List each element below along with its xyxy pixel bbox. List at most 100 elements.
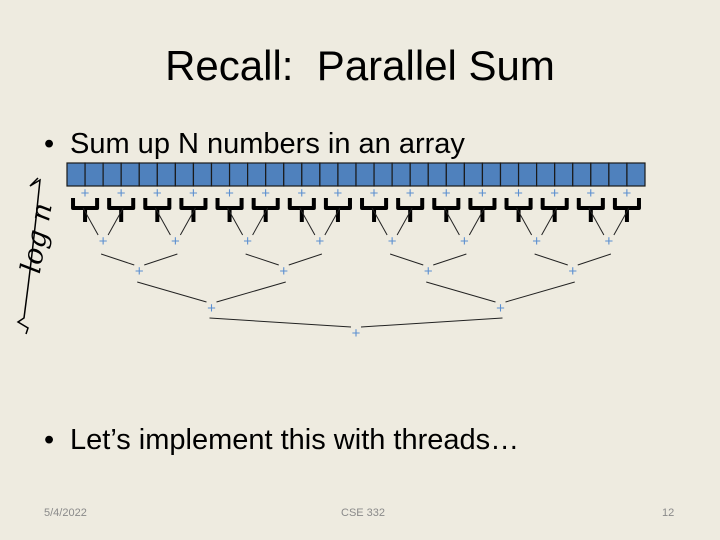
tree-edge bbox=[154, 207, 171, 236]
pair-bracket bbox=[360, 198, 389, 222]
plus-operator: + bbox=[81, 185, 90, 202]
plus-operator: + bbox=[550, 185, 559, 202]
array-cell bbox=[427, 162, 447, 187]
tree-edge bbox=[179, 207, 196, 236]
tree-edge bbox=[324, 207, 341, 236]
array-cell bbox=[608, 162, 628, 187]
plus-operator: + bbox=[460, 233, 469, 250]
array-cell bbox=[228, 162, 249, 187]
array-cell bbox=[174, 162, 195, 187]
array-cell bbox=[536, 162, 556, 187]
array-cell bbox=[283, 162, 303, 187]
plus-operator: + bbox=[424, 263, 433, 280]
plus-operator: + bbox=[388, 233, 397, 250]
array-cell bbox=[517, 162, 538, 187]
pair-bracket bbox=[179, 198, 208, 222]
footer-page-number: 12 bbox=[662, 507, 675, 519]
tree-edge bbox=[433, 253, 467, 266]
tree-edge bbox=[216, 281, 286, 303]
bullet-1: • Sum up N numbers in an array bbox=[44, 128, 465, 161]
plus-operator: + bbox=[406, 185, 415, 202]
tree-edge bbox=[82, 207, 99, 236]
bullet-dot-icon: • bbox=[44, 128, 55, 160]
footer-date: 5/4/2022 bbox=[44, 507, 87, 519]
pair-bracket bbox=[612, 198, 641, 222]
plus-operator: + bbox=[243, 233, 252, 250]
plus-operator: + bbox=[532, 233, 541, 250]
plus-operator: + bbox=[99, 233, 108, 250]
plus-operator: + bbox=[496, 300, 505, 317]
plus-operator: + bbox=[207, 300, 216, 317]
pair-bracket bbox=[143, 198, 172, 222]
array-cell bbox=[265, 162, 285, 187]
array-cell bbox=[355, 162, 375, 187]
array-cell bbox=[373, 162, 393, 187]
bullet-2: • Let’s implement this with threads… bbox=[44, 424, 519, 457]
tree-edge bbox=[360, 317, 503, 328]
array-cell bbox=[84, 162, 104, 187]
pair-bracket bbox=[287, 198, 316, 222]
plus-operator: + bbox=[568, 263, 577, 280]
pair-bracket bbox=[215, 198, 244, 222]
pair-bracket bbox=[504, 198, 533, 222]
plus-operator: + bbox=[370, 185, 379, 202]
tree-edge bbox=[299, 207, 316, 236]
tree-edge bbox=[577, 253, 612, 266]
tree-edge bbox=[426, 281, 496, 303]
bullet-dot-icon: • bbox=[44, 424, 55, 456]
array-cell bbox=[499, 162, 520, 187]
pair-bracket bbox=[540, 198, 569, 222]
plus-operator: + bbox=[315, 233, 324, 250]
tree-edge bbox=[137, 281, 207, 303]
tree-edge bbox=[288, 253, 323, 266]
tree-edge bbox=[209, 317, 352, 328]
array-cell bbox=[319, 162, 339, 187]
bullet-text: Let’s implement this with threads… bbox=[70, 424, 520, 456]
plus-operator: + bbox=[117, 185, 126, 202]
plus-operator: + bbox=[352, 325, 361, 342]
tree-edge bbox=[396, 207, 413, 236]
tree-edge bbox=[516, 207, 533, 236]
tree-edge bbox=[252, 207, 269, 236]
array-cell bbox=[66, 162, 86, 187]
plus-operator: + bbox=[225, 185, 234, 202]
array-cell bbox=[192, 162, 213, 187]
pair-bracket bbox=[432, 198, 461, 222]
bullet-text: Sum up N numbers in an array bbox=[70, 128, 465, 160]
slide-title: Recall: Parallel Sum bbox=[165, 42, 555, 89]
plus-operator: + bbox=[261, 185, 270, 202]
tree-edge bbox=[107, 207, 124, 236]
pair-bracket bbox=[396, 198, 425, 222]
array-cell bbox=[626, 162, 646, 187]
array-cell bbox=[590, 162, 610, 187]
pair-bracket bbox=[468, 198, 497, 222]
array-cell bbox=[391, 162, 411, 187]
array-cell bbox=[247, 162, 267, 187]
pair-bracket bbox=[576, 198, 605, 222]
pair-bracket bbox=[323, 198, 352, 222]
plus-operator: + bbox=[135, 263, 144, 280]
array-cell bbox=[102, 162, 122, 187]
plus-operator: + bbox=[189, 185, 198, 202]
plus-operator: + bbox=[478, 185, 487, 202]
plus-operator: + bbox=[171, 233, 180, 250]
plus-operator: + bbox=[586, 185, 595, 202]
array-cell bbox=[337, 162, 357, 187]
array-cell bbox=[554, 162, 574, 187]
array-cell bbox=[445, 162, 465, 187]
plus-operator: + bbox=[297, 185, 306, 202]
tree-edge bbox=[505, 281, 575, 303]
tree-edge bbox=[371, 207, 388, 236]
array-cell bbox=[572, 162, 592, 187]
plus-operator: + bbox=[279, 263, 288, 280]
tree-edge bbox=[227, 207, 244, 236]
plus-operator: + bbox=[604, 233, 613, 250]
tree-edge bbox=[613, 207, 630, 236]
array-cell bbox=[481, 162, 502, 187]
tree-edge bbox=[100, 253, 135, 266]
tree-edge bbox=[443, 207, 460, 236]
array-cell bbox=[409, 162, 429, 187]
tree-edge bbox=[588, 207, 605, 236]
tree-edge bbox=[245, 253, 279, 266]
